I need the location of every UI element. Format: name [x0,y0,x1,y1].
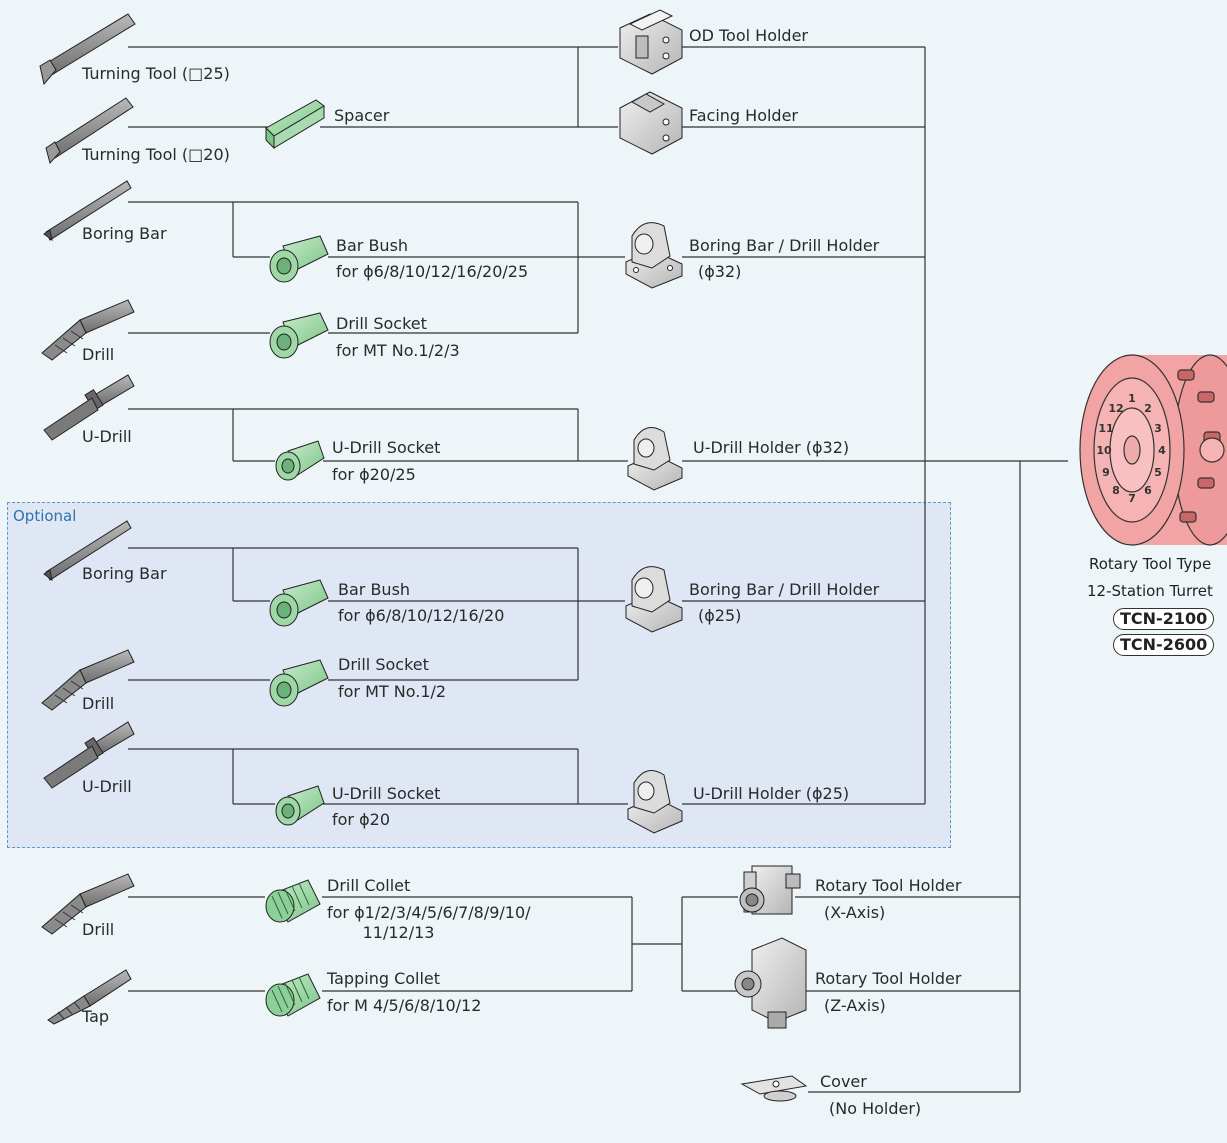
turret-station-number: 11 [1098,422,1113,435]
turret-station-number: 1 [1128,392,1136,405]
optional-u-drill-socket-sizes: for ϕ20 [332,810,390,829]
boring-drill-holder-25-icon [625,566,683,633]
turret-type-label: Rotary Tool Type [1089,555,1212,573]
collet-drill-icon [41,873,135,935]
u-drill-label: U-Drill [82,427,132,446]
u-drill-socket-label: U-Drill Socket [332,438,441,457]
u-drill-socket-icon [275,440,325,481]
cover-label: Cover [820,1072,867,1091]
drill-label: Drill [82,345,115,364]
tap-icon [47,969,132,1025]
optional-region [7,502,951,848]
boring-bar-label: Boring Bar [82,224,167,243]
optional-u-drill-icon [43,721,135,789]
turret-station-number: 8 [1112,484,1120,497]
turret-station-number: 10 [1096,444,1112,457]
u-drill-icon [43,374,135,441]
boring-drill-holder-25-size: (ϕ25) [698,606,742,625]
boring-drill-holder-32-size: (ϕ32) [698,262,742,281]
cover-note: (No Holder) [829,1099,922,1118]
bar-bush-label: Bar Bush [336,236,409,255]
turret-station-label: 12-Station Turret [1087,582,1213,600]
boring-drill-holder-25-label: Boring Bar / Drill Holder [689,580,880,599]
rotary-holder-z-label: Rotary Tool Holder [815,969,962,988]
turret-station-number: 7 [1128,492,1136,505]
facing-holder-icon [619,91,683,155]
u-drill-holder-25-icon [627,770,683,834]
od-tool-holder-icon [619,9,683,75]
optional-boring-bar-label: Boring Bar [82,564,167,583]
u-drill-socket-sizes: for ϕ20/25 [332,465,416,484]
optional-drill-label: Drill [82,694,115,713]
turning-tool-25-icon [39,13,136,86]
rotary-holder-x-label: Rotary Tool Holder [815,876,962,895]
spacer-label: Spacer [334,106,390,125]
drill-collet-sizes: for ϕ1/2/3/4/5/6/7/8/9/10/ 11/12/13 [327,903,531,942]
drill-socket-sizes: for MT No.1/2/3 [336,341,460,360]
turret-icon [1079,354,1227,546]
optional-bar-bush-sizes: for ϕ6/8/10/12/16/20 [338,606,505,625]
rotary-holder-x-icon [739,865,801,915]
optional-bar-bush-icon [269,579,329,627]
turning-tool-25-label: Turning Tool (□25) [82,64,230,83]
tap-label: Tap [82,1007,110,1026]
spacer-icon [265,99,325,150]
turret-station-number: 3 [1154,422,1162,435]
u-drill-holder-25-label: U-Drill Holder (ϕ25) [693,784,850,803]
u-drill-holder-32-label: U-Drill Holder (ϕ32) [693,438,850,457]
optional-u-drill-label: U-Drill [82,777,132,796]
u-drill-holder-32-icon [627,427,683,491]
tapping-collet-label: Tapping Collet [327,969,441,988]
turret-station-number: 6 [1144,484,1152,497]
rotary-holder-x-axis: (X-Axis) [824,903,886,922]
drill-collet-label: Drill Collet [327,876,411,895]
optional-label: Optional [13,507,77,525]
od-tool-holder-label: OD Tool Holder [689,26,809,45]
turret-station-number: 12 [1108,402,1123,415]
optional-u-drill-socket-label: U-Drill Socket [332,784,441,803]
bar-bush-sizes: for ϕ6/8/10/12/16/20/25 [336,262,529,281]
model-badge-tcn-2600: TCN-2600 [1113,634,1215,656]
optional-bar-bush-label: Bar Bush [338,580,411,599]
boring-drill-holder-32-icon [625,222,683,289]
optional-u-drill-socket-icon [275,785,325,826]
rotary-holder-z-icon [734,937,807,1029]
turret-station-number: 5 [1154,466,1162,479]
rotary-holder-z-axis: (Z-Axis) [824,996,886,1015]
drill-socket-label: Drill Socket [336,314,427,333]
boring-drill-holder-32-label: Boring Bar / Drill Holder [689,236,880,255]
turning-tool-20-icon [45,97,134,165]
model-badge-tcn-2100: TCN-2100 [1113,608,1215,630]
drill-socket-icon [269,312,329,359]
tapping-collet-icon [265,973,321,1017]
drill-icon [41,299,135,361]
turret-station-number: 2 [1144,402,1152,415]
boring-bar-icon [43,180,132,242]
bar-bush-icon [269,235,329,283]
turret-station-number: 4 [1158,444,1166,457]
turning-tool-20-label: Turning Tool (□20) [82,145,230,164]
turret-station-number: 9 [1102,466,1110,479]
optional-drill-icon [41,649,135,711]
cover-icon [740,1075,808,1102]
optional-drill-socket-label: Drill Socket [338,655,429,674]
facing-holder-label: Facing Holder [689,106,799,125]
tapping-collet-sizes: for M 4/5/6/8/10/12 [327,996,482,1015]
drill-collet-icon [265,879,321,923]
optional-drill-socket-sizes: for MT No.1/2 [338,682,447,701]
optional-drill-socket-icon [269,659,329,707]
optional-boring-bar-icon [43,520,132,582]
collet-drill-label: Drill [82,920,115,939]
